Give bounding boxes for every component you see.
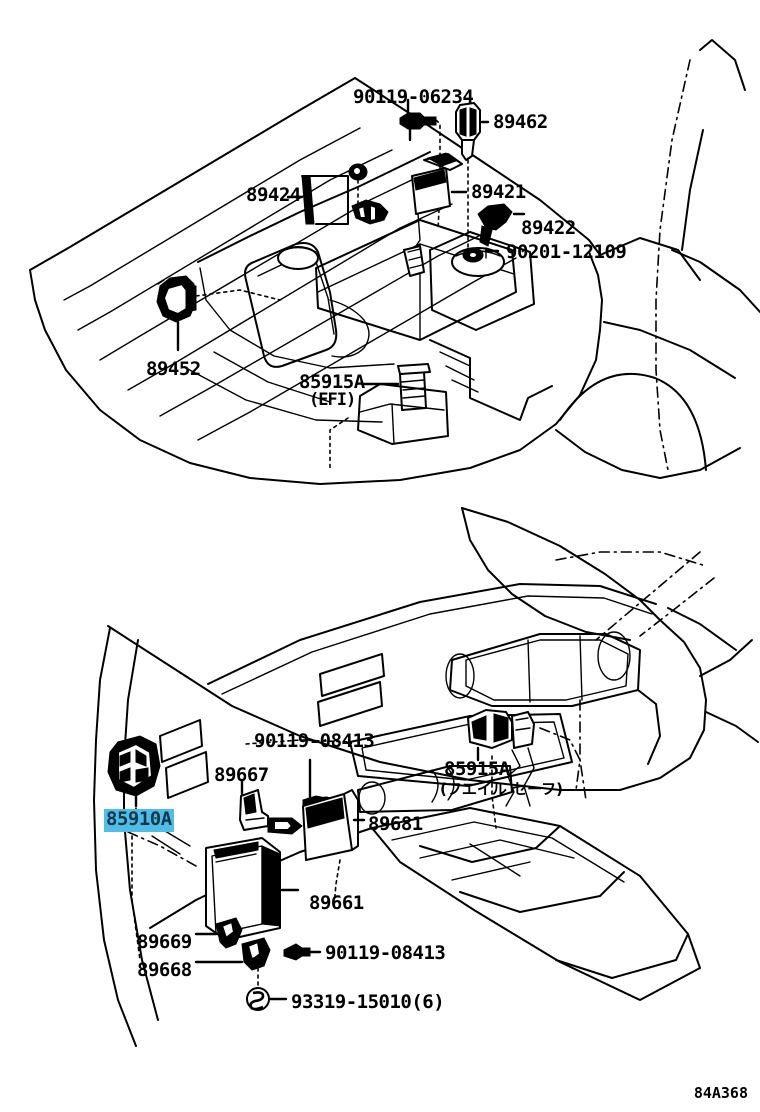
part-89667-bracket [239,778,269,831]
part-85910A-connector [107,735,161,808]
part-89452-component [156,275,197,352]
part-90119-08413-bolt-lower [283,943,322,961]
label-90201-12109: 90201-12109 [506,241,627,263]
part-85915A-fail-safe-relay [467,709,535,762]
label-85915A-fail-safe: 85915A [444,758,510,780]
label-89424: 89424 [246,184,301,206]
label-85910A-highlighted[interactable]: 85910A [104,808,174,832]
bracket-arm [267,817,303,835]
part-85915A-efi-relay [360,363,431,411]
part-89661-ecu [205,837,300,941]
part-93319-15010-screw [246,987,288,1011]
part-89669-bracket [194,917,243,949]
part-89668-bracket [194,937,271,971]
label-89681: 89681 [368,813,423,835]
label-90119-08413-lower: 90119-08413 [325,942,446,964]
label-efi-note: (EFI) [309,390,356,410]
part-89681-relay [302,789,366,861]
label-90119-06234: 90119-06234 [353,86,474,108]
label-89452: 89452 [146,358,201,380]
part-89462-sensor [455,102,490,161]
part-sensor-plug-left [351,199,389,225]
label-89661: 89661 [309,892,364,914]
label-93319-15010: 93319-15010(6) [291,991,445,1013]
part-90201-12109-washer [462,247,500,263]
label-89667: 89667 [214,764,269,786]
lower-dashboard-group [93,507,759,1047]
label-fail-safe-note: (フエイル セーフ) [440,780,564,798]
label-89421: 89421 [471,181,526,203]
upper-engine-bay-group [29,39,760,485]
label-89462: 89462 [493,111,548,133]
part-90119-06234-bolt [399,98,437,142]
part-89422-sensor [477,203,526,247]
label-90119-08413-upper: 90119-08413 [254,730,375,752]
label-89422: 89422 [521,217,576,239]
label-85915A-efi: 85915A [299,371,365,393]
part-89421-component [403,152,468,277]
label-89669: 89669 [137,931,192,953]
figure-code: 84A368 [693,1084,748,1102]
label-89668: 89668 [137,959,192,981]
